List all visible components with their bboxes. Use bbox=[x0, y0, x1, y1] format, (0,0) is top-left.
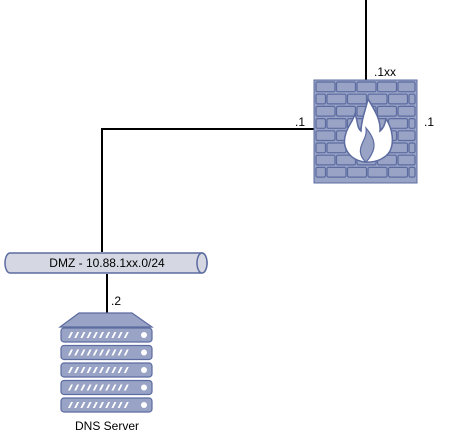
dmz-segment bbox=[4, 252, 208, 274]
brick bbox=[315, 142, 327, 154]
brick bbox=[335, 81, 357, 93]
server-unit bbox=[60, 397, 153, 413]
firewall-top-label: .1xx bbox=[374, 65, 396, 79]
brick bbox=[315, 154, 336, 166]
brick bbox=[408, 93, 416, 105]
firewall-left-label: .1 bbox=[295, 115, 305, 129]
brick bbox=[376, 105, 398, 117]
brick bbox=[315, 81, 336, 93]
brick bbox=[397, 130, 416, 142]
server-unit bbox=[60, 362, 153, 378]
brick bbox=[315, 117, 327, 129]
brick bbox=[367, 166, 388, 178]
connections bbox=[101, 0, 367, 318]
brick bbox=[387, 166, 409, 178]
brick bbox=[408, 117, 416, 129]
brick bbox=[326, 93, 347, 105]
brick bbox=[387, 93, 409, 105]
brick bbox=[346, 93, 368, 105]
brick bbox=[315, 130, 336, 142]
dmz-label: DMZ - 10.88.1xx.0/24 bbox=[49, 256, 165, 270]
server-unit bbox=[60, 327, 153, 343]
server-unit bbox=[60, 344, 153, 361]
brick bbox=[397, 154, 416, 166]
brick bbox=[335, 105, 357, 117]
brick bbox=[397, 81, 416, 93]
brick bbox=[335, 154, 357, 166]
brick bbox=[387, 117, 409, 129]
brick bbox=[315, 105, 336, 117]
firewall-icon bbox=[313, 79, 418, 184]
brick bbox=[397, 105, 416, 117]
brick bbox=[315, 166, 327, 178]
firewall-right-label: .1 bbox=[424, 115, 434, 129]
brick bbox=[346, 166, 368, 178]
brick bbox=[326, 117, 347, 129]
brick bbox=[408, 166, 416, 178]
brick bbox=[315, 93, 327, 105]
brick bbox=[376, 81, 398, 93]
server-unit bbox=[60, 379, 153, 396]
dns-host-label: .2 bbox=[111, 294, 121, 308]
brick bbox=[326, 166, 347, 178]
server-icon bbox=[58, 312, 154, 413]
brick bbox=[408, 142, 416, 154]
firewall-to-dmz-line bbox=[101, 128, 314, 252]
brick bbox=[356, 81, 377, 93]
dns-server-label: DNS Server bbox=[75, 419, 139, 433]
brick bbox=[326, 142, 347, 154]
